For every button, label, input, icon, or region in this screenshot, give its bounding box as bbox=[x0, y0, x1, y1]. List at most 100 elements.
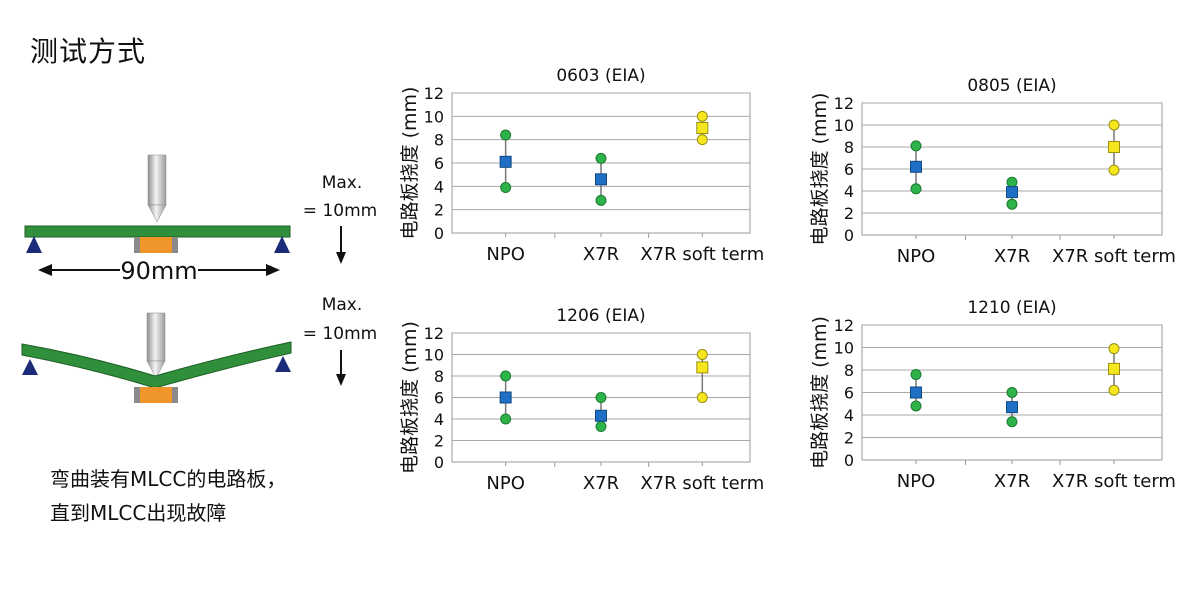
max-label-bottom: Max. bbox=[322, 295, 363, 315]
y-tick-label: 0 bbox=[434, 453, 444, 472]
chart-title: 0805 (EIA) bbox=[967, 76, 1056, 96]
min-point bbox=[696, 134, 708, 146]
y-tick-label: 8 bbox=[434, 131, 444, 150]
y-tick-label: 12 bbox=[834, 316, 854, 335]
min-point bbox=[1006, 416, 1018, 428]
min-point bbox=[1108, 164, 1120, 176]
y-tick-label: 0 bbox=[844, 226, 854, 245]
x-tick-label: X7R soft term bbox=[640, 473, 764, 494]
y-tick-label: 0 bbox=[434, 224, 444, 243]
caption-line-2: 直到MLCC出现故障 bbox=[50, 501, 227, 525]
y-tick-label: 4 bbox=[844, 406, 854, 425]
down-arrow-icon-top bbox=[336, 226, 346, 264]
y-tick-label: 10 bbox=[834, 116, 854, 135]
max-value-bottom: = 10mm bbox=[303, 324, 377, 344]
max-point bbox=[1108, 343, 1120, 355]
caption: 弯曲装有MLCC的电路板， 直到MLCC出现故障 bbox=[50, 462, 286, 530]
chart-title: 1206 (EIA) bbox=[556, 306, 645, 326]
mean-point bbox=[696, 361, 709, 374]
chart-title: 0603 (EIA) bbox=[556, 66, 645, 86]
bend-test-diagram: 90mm Max. = 10mm Max. = 10mm bbox=[21, 154, 377, 403]
x-tick-label: NPO bbox=[486, 244, 525, 265]
max-point bbox=[500, 129, 512, 141]
press-pin-icon-bottom bbox=[146, 312, 166, 379]
max-point bbox=[696, 349, 708, 360]
x-tick-label: X7R soft term bbox=[640, 244, 764, 265]
span-label: 90mm bbox=[120, 257, 197, 285]
mean-point bbox=[595, 409, 607, 422]
mean-point bbox=[1006, 401, 1018, 414]
y-tick-label: 6 bbox=[844, 160, 854, 179]
y-tick-label: 4 bbox=[434, 410, 444, 429]
max-point bbox=[1108, 119, 1120, 131]
x-tick-label: X7R soft term bbox=[1052, 246, 1176, 267]
y-tick-label: 4 bbox=[844, 182, 854, 201]
mean-point bbox=[1108, 362, 1120, 375]
max-point bbox=[910, 140, 922, 152]
max-point bbox=[1006, 387, 1018, 398]
max-point bbox=[500, 370, 512, 382]
max-point bbox=[910, 369, 922, 380]
chart-title: 1210 (EIA) bbox=[967, 298, 1056, 318]
y-tick-label: 12 bbox=[424, 324, 444, 343]
mean-point bbox=[696, 122, 709, 134]
bent-board-setup: Max. = 10mm bbox=[21, 295, 377, 403]
mlcc-component-top bbox=[134, 237, 178, 253]
max-point bbox=[696, 110, 708, 122]
x-tick-label: X7R bbox=[583, 473, 619, 494]
caption-line-1: 弯曲装有MLCC的电路板， bbox=[50, 467, 287, 491]
min-point bbox=[1108, 384, 1120, 396]
y-tick-label: 6 bbox=[434, 389, 444, 408]
x-tick-label: NPO bbox=[897, 471, 936, 492]
y-tick-label: 8 bbox=[844, 361, 854, 380]
y-tick-label: 4 bbox=[434, 177, 444, 196]
mean-point bbox=[499, 155, 512, 168]
y-axis-label: 电路板挠度 (mm) bbox=[399, 321, 421, 474]
x-tick-label: X7R bbox=[994, 471, 1030, 492]
max-label-top: Max. bbox=[322, 173, 363, 193]
support-right-icon-bent bbox=[275, 356, 291, 372]
max-value-top: = 10mm bbox=[303, 201, 377, 221]
max-point bbox=[1006, 176, 1018, 188]
y-tick-label: 10 bbox=[424, 107, 444, 126]
page-title: 测试方式 bbox=[30, 35, 147, 68]
y-axis-label: 电路板挠度 (mm) bbox=[809, 316, 831, 469]
support-left-icon-bent bbox=[22, 359, 38, 375]
y-tick-label: 2 bbox=[434, 432, 444, 451]
min-point bbox=[910, 400, 922, 412]
min-point bbox=[910, 183, 922, 195]
y-tick-label: 2 bbox=[844, 204, 854, 223]
y-tick-label: 10 bbox=[834, 339, 854, 358]
y-tick-label: 6 bbox=[434, 154, 444, 173]
mean-point bbox=[910, 160, 922, 173]
y-tick-label: 2 bbox=[844, 429, 854, 448]
mean-point bbox=[499, 391, 512, 404]
mean-point bbox=[1108, 141, 1120, 153]
min-point bbox=[1006, 198, 1018, 210]
mean-point bbox=[910, 386, 922, 399]
flat-board-setup: 90mm Max. = 10mm bbox=[24, 154, 377, 285]
y-tick-label: 0 bbox=[844, 451, 854, 470]
span-dimension-arrow bbox=[38, 264, 280, 276]
support-left-icon bbox=[26, 236, 42, 253]
min-point bbox=[500, 182, 512, 193]
max-point bbox=[595, 152, 607, 164]
x-tick-label: X7R soft term bbox=[1052, 471, 1176, 492]
circuit-board-bent bbox=[21, 341, 292, 389]
press-pin-icon-top bbox=[147, 154, 167, 223]
down-arrow-icon-bottom bbox=[336, 350, 346, 386]
y-tick-label: 12 bbox=[424, 84, 444, 103]
y-tick-label: 6 bbox=[844, 384, 854, 403]
min-point bbox=[595, 421, 607, 433]
support-right-icon bbox=[274, 236, 290, 253]
min-point bbox=[595, 194, 607, 206]
x-tick-label: NPO bbox=[486, 473, 525, 494]
x-tick-label: X7R bbox=[583, 244, 619, 265]
min-point bbox=[500, 413, 512, 425]
y-tick-label: 8 bbox=[844, 138, 854, 157]
max-point bbox=[595, 392, 607, 403]
